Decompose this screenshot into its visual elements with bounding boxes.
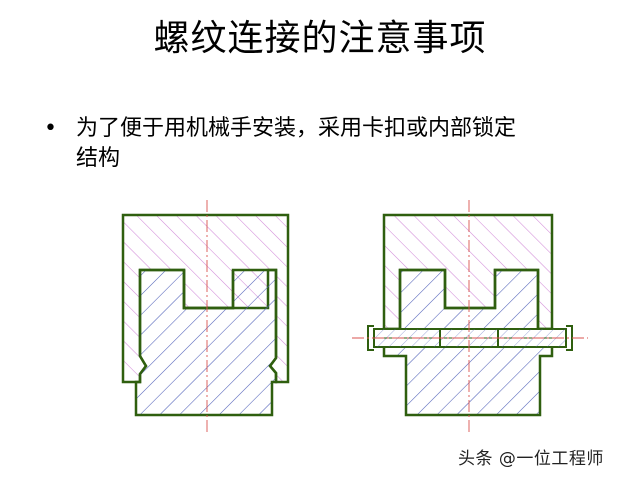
internal-locking-assembly-drawing	[352, 200, 588, 432]
upper-tongue-left	[182, 270, 235, 310]
slide-title: 螺纹连接的注意事项	[153, 18, 487, 59]
watermark: 头条 @一位工程师	[458, 449, 604, 469]
snap-fit-assembly-drawing	[121, 200, 290, 432]
bullet-text: 为了便于用机械手安装，采用卡扣或内部锁定 结构	[76, 116, 517, 171]
bullet-marker: •	[44, 116, 57, 141]
